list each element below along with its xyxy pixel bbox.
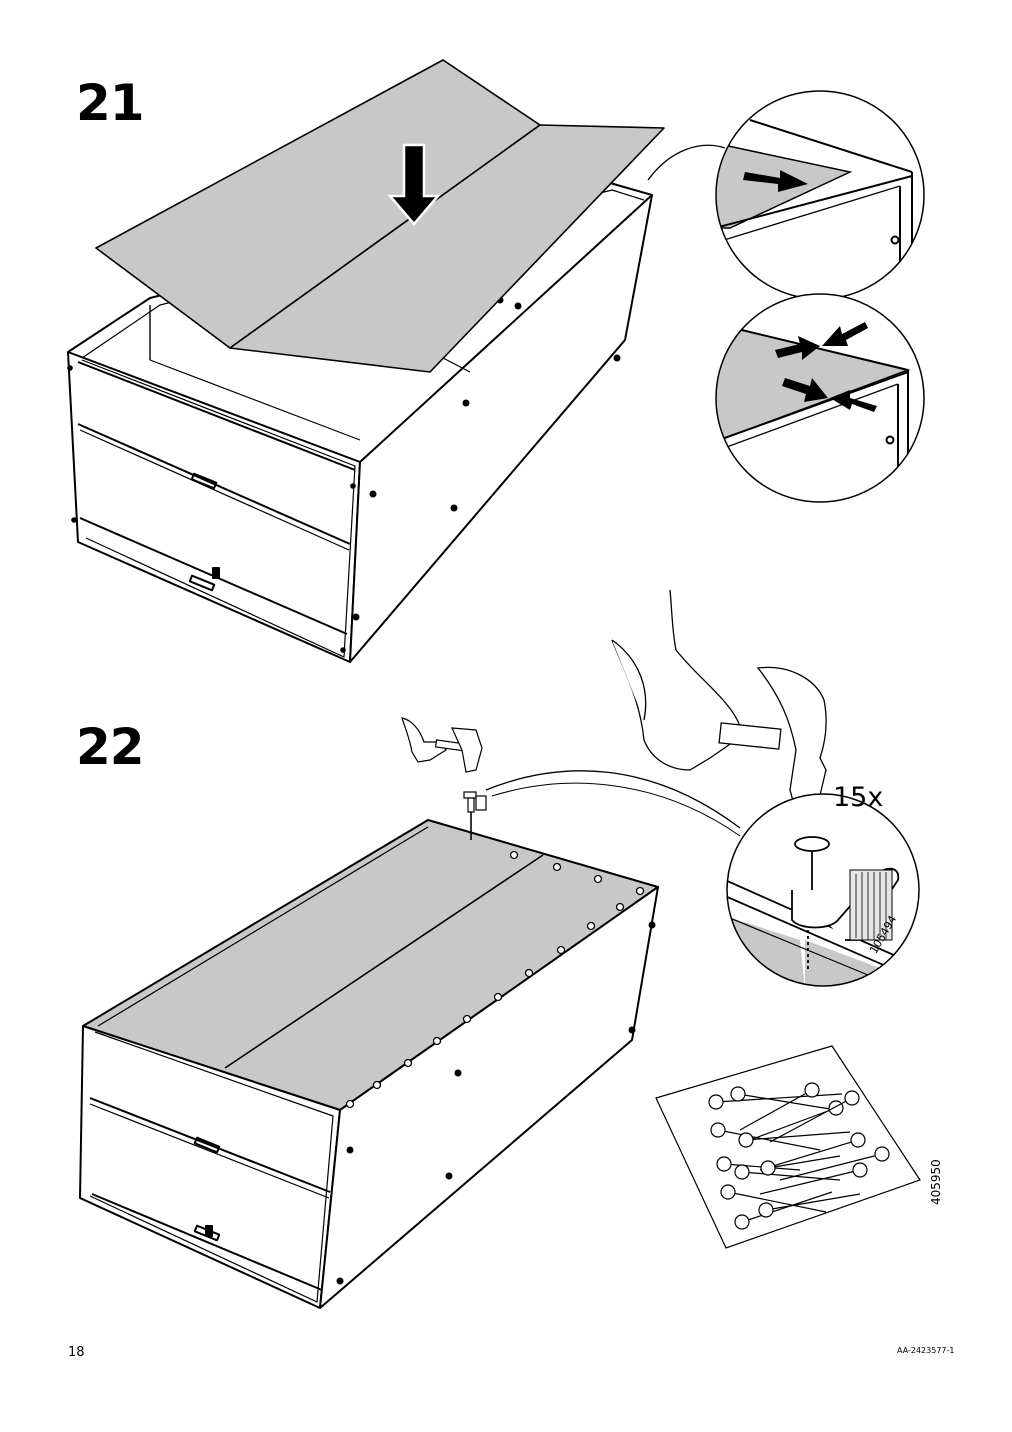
step-21-number: 21 [76, 74, 145, 132]
step-21-carcass [67, 182, 653, 663]
squeeze-arrows-icon [775, 322, 877, 412]
nail-icon [463, 791, 487, 840]
detail-circle-1 [715, 90, 925, 300]
callout-leader-2 [485, 770, 741, 829]
push-arrow-icon [743, 170, 808, 192]
nail-bag-icon [655, 1045, 921, 1249]
detail-circle-2 [715, 293, 925, 503]
hammer-icon [401, 717, 483, 773]
hand-hammer-large [611, 589, 827, 813]
document-code: AA-2423577-1 [897, 1346, 955, 1355]
nail-holes [345, 850, 645, 1109]
detail-circle-3 [726, 793, 920, 987]
page-number: 18 [68, 1345, 85, 1360]
step-22-number: 22 [76, 718, 145, 776]
quantity-label: 15x [833, 782, 884, 813]
down-arrow-icon [387, 143, 441, 226]
step-22-carcass [79, 819, 659, 1309]
callout-leader-1 [647, 144, 726, 181]
bag-code-label: 405950 [929, 1159, 943, 1205]
